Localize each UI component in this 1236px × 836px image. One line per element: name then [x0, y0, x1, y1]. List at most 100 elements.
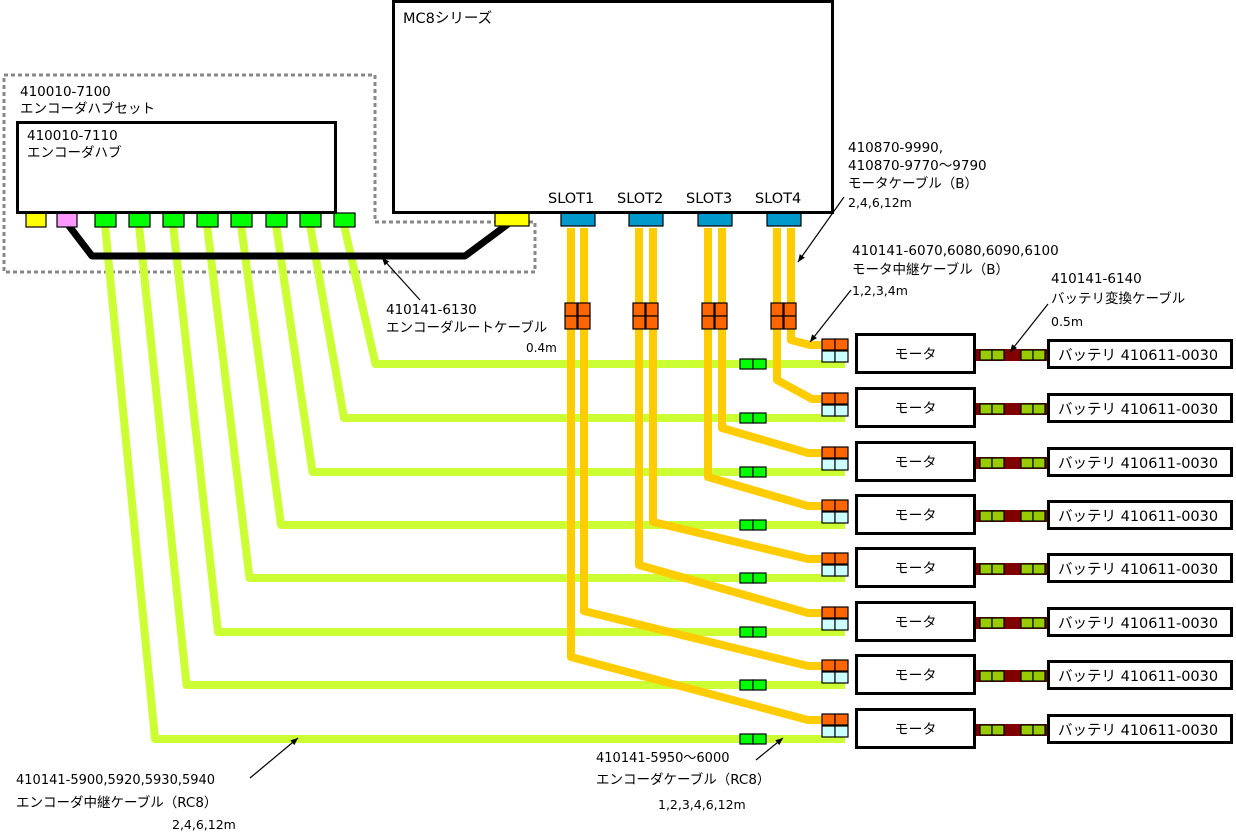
motor-box: モータ: [855, 547, 976, 588]
motor-box: モータ: [855, 333, 976, 374]
encoder-relay-cable-arrow: [249, 737, 299, 779]
motor-box: モータ: [855, 708, 976, 749]
motor-relay-cable-part-no: 410141-6070,6080,6090,6100: [852, 243, 1059, 259]
motor-box: モータ: [855, 654, 976, 695]
encoder-cable-lengths: 1,2,3,4,6,12m: [658, 797, 746, 812]
relay-connector: [564, 315, 578, 330]
encoder-motor-connector: [821, 564, 836, 577]
motor-connector: [821, 338, 836, 351]
slot-port-2: [628, 212, 664, 227]
battery-connector: [1020, 349, 1034, 361]
encoder-connector: [739, 412, 754, 424]
encoder-connector: [752, 733, 767, 745]
relay-connector: [645, 315, 659, 330]
hub-port-green: [333, 212, 356, 228]
hub-port-green: [128, 212, 151, 228]
motor-relay-cable-lengths: 1,2,3,4m: [852, 283, 908, 298]
encoder-relay-cable: [306, 224, 845, 422]
mc8-controller: MC8シリーズ SLOT1 SLOT2 SLOT3 SLOT4: [392, 0, 834, 214]
hub-port-green: [162, 212, 185, 228]
hub-set-boundary: [2, 73, 537, 274]
hub-port-pink: [56, 212, 78, 228]
encoder-hub: 410010-7110 エンコーダハブ: [16, 121, 337, 214]
encoder-relay-cable-name: エンコーダ中継ケーブル（RC8）: [16, 795, 218, 811]
hub-name: エンコーダハブ: [27, 145, 122, 161]
motor-cable-part-no-1: 410870-9990,: [848, 140, 944, 156]
battery-box: バッテリ 410611-0030: [1047, 393, 1233, 423]
motor-box: モータ: [855, 601, 976, 642]
root-cable-arrow: [381, 257, 421, 301]
encoder-motor-connector: [834, 458, 849, 471]
battery-cable-part-no: 410141-6140: [1051, 271, 1142, 287]
slot-port-1: [560, 212, 596, 227]
motor-connector: [834, 499, 849, 512]
battery-connector: [979, 510, 993, 522]
encoder-relay-cable: [203, 224, 845, 582]
encoder-cable-arrow-head: [775, 738, 783, 746]
encoder-motor-connector: [834, 725, 849, 738]
relay-connector: [632, 315, 646, 330]
encoder-connector: [752, 679, 767, 691]
battery-connector: [979, 457, 993, 469]
encoder-motor-connector: [821, 458, 836, 471]
encoder-cable-part-no: 410141-5950〜6000: [596, 751, 730, 766]
slot1-label: SLOT1: [548, 191, 595, 207]
encoder-connector: [752, 519, 767, 531]
motor-connector: [821, 606, 836, 619]
battery-connector: [991, 617, 1005, 629]
battery-box: バッテリ 410611-0030: [1047, 553, 1233, 583]
hub-port-green: [230, 212, 253, 228]
encoder-motor-connector: [834, 350, 849, 363]
battery-box: バッテリ 410611-0030: [1047, 500, 1233, 530]
motor-cable: [787, 228, 838, 349]
relay-connector: [701, 315, 715, 330]
battery-connector: [1020, 670, 1034, 682]
encoder-connector: [752, 358, 767, 370]
encoder-relay-cable: [340, 224, 845, 368]
root-cable-part-no: 410141-6130: [386, 302, 477, 318]
battery-connector: [1020, 617, 1034, 629]
encoder-motor-connector: [821, 350, 836, 363]
hub-set-name: エンコーダハブセット: [20, 101, 155, 117]
encoder-connector: [739, 733, 754, 745]
encoder-motor-connector: [821, 725, 836, 738]
motor-connector: [821, 659, 836, 672]
battery-connector: [991, 510, 1005, 522]
battery-connector: [979, 349, 993, 361]
encoder-connector: [739, 519, 754, 531]
encoder-connector: [739, 626, 754, 638]
motor-relay-cable-arrow: [809, 289, 852, 343]
hub-part-no: 410010-7110: [27, 128, 118, 144]
root-cable-name: エンコーダルートケーブル: [386, 320, 548, 336]
battery-connector: [979, 403, 993, 415]
motor-cable-arrow: [797, 196, 845, 263]
relay-connector: [783, 315, 797, 330]
battery-box: バッテリ 410611-0030: [1047, 660, 1233, 690]
relay-connector: [577, 315, 591, 330]
battery-connector: [1032, 349, 1046, 361]
battery-connector: [991, 563, 1005, 575]
encoder-connector: [739, 572, 754, 584]
relay-connector: [577, 302, 591, 317]
battery-connector: [991, 457, 1005, 469]
slot-port-4: [766, 212, 802, 227]
motor-connector: [821, 552, 836, 565]
battery-box: バッテリ 410611-0030: [1047, 714, 1233, 744]
motor-connector: [834, 659, 849, 672]
encoder-relay-cable: [237, 224, 845, 529]
battery-connector: [1020, 563, 1034, 575]
battery-cable-lengths: 0.5m: [1051, 314, 1084, 329]
root-cable-lengths: 0.4m: [526, 341, 557, 355]
slot2-label: SLOT2: [617, 191, 664, 207]
encoder-relay-cable: [101, 224, 845, 743]
relay-connector: [770, 302, 784, 317]
slot-port-3: [697, 212, 733, 227]
battery-connector: [1032, 670, 1046, 682]
battery-connector: [1032, 457, 1046, 469]
battery-cable-arrow-head: [1010, 344, 1018, 352]
battery-connector: [1032, 510, 1046, 522]
relay-connector: [564, 302, 578, 317]
relay-connector: [714, 315, 728, 330]
battery-connector: [1020, 457, 1034, 469]
battery-cable-name: バッテリ変換ケーブル: [1051, 291, 1186, 307]
